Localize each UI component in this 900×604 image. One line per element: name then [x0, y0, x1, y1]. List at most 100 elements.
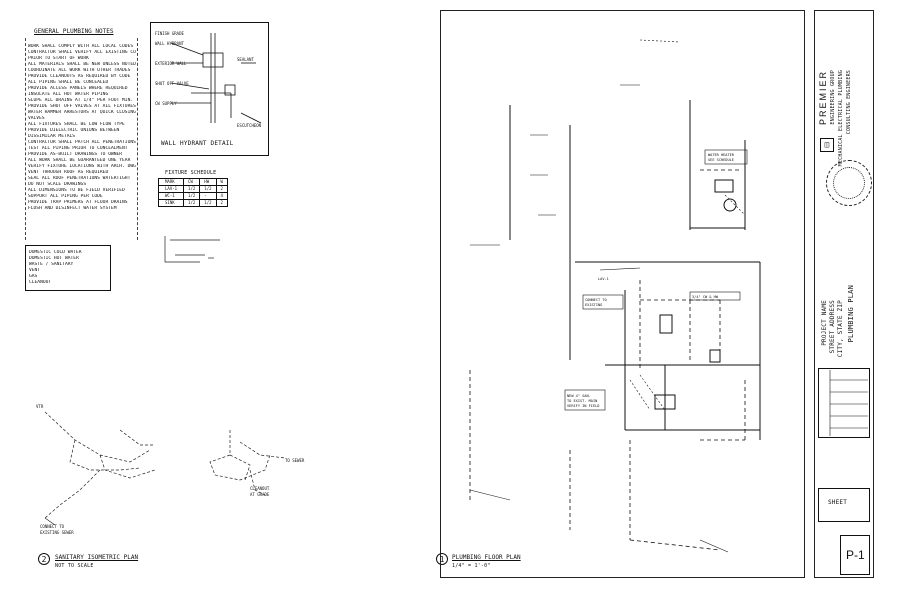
general-notes-title: GENERAL PLUMBING NOTES — [34, 28, 114, 35]
svg-text:CLEANOUT: CLEANOUT — [250, 486, 270, 491]
firm-logo-icon: ◫ — [820, 138, 834, 152]
table-row: LAV-1 1/2 1/2 2 — [157, 185, 228, 193]
isometric-scale: NOT TO SCALE — [55, 563, 94, 569]
svg-text:WALL HYDRANT: WALL HYDRANT — [155, 41, 184, 46]
svg-text:EXISTING SEWER: EXISTING SEWER — [40, 530, 74, 535]
general-note-line: DISSIMILAR METALS — [28, 134, 76, 139]
general-note-line: WATER HAMMER ARRESTORS AT QUICK CLOSING — [28, 110, 136, 115]
engineer-seal-inner — [833, 167, 865, 199]
general-note-line: ALL MATERIALS SHALL BE NEW UNLESS NOTED — [28, 62, 136, 67]
general-note-line: CONTRACTOR SHALL VERIFY ALL EXISTING CON… — [28, 50, 136, 55]
general-note-line: ALL WORK SHALL BE GUARANTEED ONE YEAR — [28, 158, 131, 163]
svg-text:EXTERIOR WALL: EXTERIOR WALL — [155, 61, 187, 66]
svg-text:ESCUTCHEON: ESCUTCHEON — [237, 123, 262, 128]
schedule-cell: - — [199, 192, 217, 200]
sheet-border — [440, 10, 805, 578]
svg-text:SHUT OFF VALVE: SHUT OFF VALVE — [155, 81, 189, 86]
general-note-line: PROVIDE CLEANOUTS AS REQUIRED BY CODE — [28, 74, 131, 79]
general-note-line: VERIFY FIXTURE LOCATIONS WITH ARCH. DWGS — [28, 164, 136, 169]
general-note-line: PROVIDE AS-BUILT DRAWINGS TO OWNER — [28, 152, 123, 157]
legend-item: WASTE / SANITARY — [29, 262, 74, 267]
sheet-label: SHEET — [828, 499, 848, 506]
wall-detail-box: FINISH GRADE WALL HYDRANT EXTERIOR WALL … — [150, 22, 269, 156]
schedule-cell: LAV-1 — [157, 185, 185, 193]
schedule-cell: 1/2 — [183, 192, 201, 200]
fixture-schedule-table: MARK CW HW W LAV-1 1/2 1/2 2 WC-1 1/2 - … — [157, 178, 228, 207]
svg-text:VTR: VTR — [36, 404, 44, 409]
general-note-line: INSULATE ALL HOT WATER PIPING — [28, 92, 109, 97]
title-block — [814, 10, 874, 578]
legend-item: CLEANOUT — [29, 280, 52, 285]
fixture-schedule-header-row: MARK CW HW W — [157, 178, 228, 186]
general-notes-box — [25, 38, 138, 240]
fixture-schedule-title: FIXTURE SCHEDULE — [165, 170, 217, 176]
general-note-line: ALL DIMENSIONS TO BE FIELD VERIFIED — [28, 188, 125, 193]
schedule-header: MARK — [157, 178, 185, 186]
general-note-line: TEST ALL PIPING PRIOR TO CONCEALMENT — [28, 146, 128, 151]
general-note-line: CONTRACTOR SHALL PATCH ALL PENETRATIONS — [28, 140, 136, 145]
project-line: PROJECT NAME — [821, 300, 828, 346]
drawing-number-badge: 1 — [436, 553, 448, 565]
general-note-line: COORDINATE ALL WORK WITH OTHER TRADES — [28, 68, 131, 73]
plan-title: PLUMBING FLOOR PLAN — [452, 554, 521, 561]
general-note-line: PROVIDE SHUT OFF VALVES AT ALL FIXTURES — [28, 104, 136, 109]
schedule-cell: 4 — [215, 192, 228, 200]
general-note-line: VENT THROUGH ROOF AS REQUIRED — [28, 170, 109, 175]
schedule-cell: 1/2 — [183, 185, 201, 193]
general-note-line: ALL FIXTURES SHALL BE LOW FLOW TYPE — [28, 122, 125, 127]
schedule-cell: WC-1 — [157, 192, 185, 200]
firm-line: MECHANICAL ELECTRICAL PLUMBING — [838, 70, 844, 167]
drawing-number-badge: 2 — [38, 553, 50, 565]
schedule-cell: 2 — [215, 185, 228, 193]
firm-name: PREMIER — [818, 70, 828, 126]
firm-subtitle: ENGINEERING GROUP — [830, 70, 836, 125]
schedule-cell: 2 — [215, 199, 228, 207]
general-note-line: SUPPORT ALL PIPING PER CODE — [28, 194, 103, 199]
legend-item: DOMESTIC COLD WATER — [29, 250, 82, 255]
schedule-cell: 1/2 — [199, 185, 217, 193]
plan-scale: 1/4" = 1'-0" — [452, 563, 491, 569]
general-note-line: ALL PIPING SHALL BE CONCEALED — [28, 80, 109, 85]
svg-text:TO SEWER: TO SEWER — [285, 458, 305, 463]
svg-text:SEALANT: SEALANT — [237, 57, 254, 62]
general-note-line: PRIOR TO START OF WORK — [28, 56, 89, 61]
legend-item: VENT — [29, 268, 41, 273]
firm-line: CONSULTING ENGINEERS — [846, 70, 852, 135]
schedule-header: HW — [199, 178, 217, 186]
schedule-cell: SINK — [157, 199, 185, 207]
general-note-line: PROVIDE ACCESS PANELS WHERE REQUIRED — [28, 86, 128, 91]
sheet-number-box — [840, 535, 870, 575]
svg-text:AT GRADE: AT GRADE — [250, 492, 270, 497]
legend-item: DOMESTIC HOT WATER — [29, 256, 79, 261]
general-note-line: PROVIDE DIELECTRIC UNIONS BETWEEN — [28, 128, 120, 133]
wall-detail-title: WALL HYDRANT DETAIL — [161, 140, 234, 147]
general-note-line: VALVES — [28, 116, 45, 121]
general-note-line: WORK SHALL COMPLY WITH ALL LOCAL CODES — [28, 44, 134, 49]
project-line: CITY, STATE ZIP — [837, 300, 844, 358]
general-note-line: SLOPE ALL DRAINS AT 1/4" PER FOOT MIN. — [28, 98, 134, 103]
revision-box — [818, 368, 870, 438]
general-note-line: PROVIDE TRAP PRIMERS AT FLOOR DRAINS — [28, 200, 128, 205]
svg-text:CW SUPPLY: CW SUPPLY — [155, 101, 177, 106]
schedule-header: W — [215, 178, 228, 186]
isometric-title: SANITARY ISOMETRIC PLAN — [55, 554, 139, 561]
sheet-number: P-1 — [846, 548, 865, 562]
schedule-cell: 1/2 — [199, 199, 217, 207]
general-note-line: FLUSH AND DISINFECT WATER SYSTEM — [28, 206, 117, 211]
legend-item: GAS — [29, 274, 38, 279]
table-row: SINK 1/2 1/2 2 — [157, 199, 228, 207]
engineer-seal-icon — [826, 160, 872, 206]
project-line: STREET ADDRESS — [829, 300, 836, 354]
svg-text:CONNECT TO: CONNECT TO — [40, 524, 65, 529]
wall-detail-drawing: FINISH GRADE WALL HYDRANT EXTERIOR WALL … — [155, 31, 262, 128]
table-row: WC-1 1/2 - 4 — [157, 192, 228, 200]
project-line: PLUMBING PLAN — [847, 285, 855, 343]
svg-text:FINISH GRADE: FINISH GRADE — [155, 31, 184, 36]
general-note-line: SEAL ALL ROOF PENETRATIONS WATERTIGHT — [28, 176, 131, 181]
schedule-header: CW — [183, 178, 201, 186]
sheet-label-box — [818, 488, 870, 522]
general-note-line: DO NOT SCALE DRAWINGS — [28, 182, 87, 187]
